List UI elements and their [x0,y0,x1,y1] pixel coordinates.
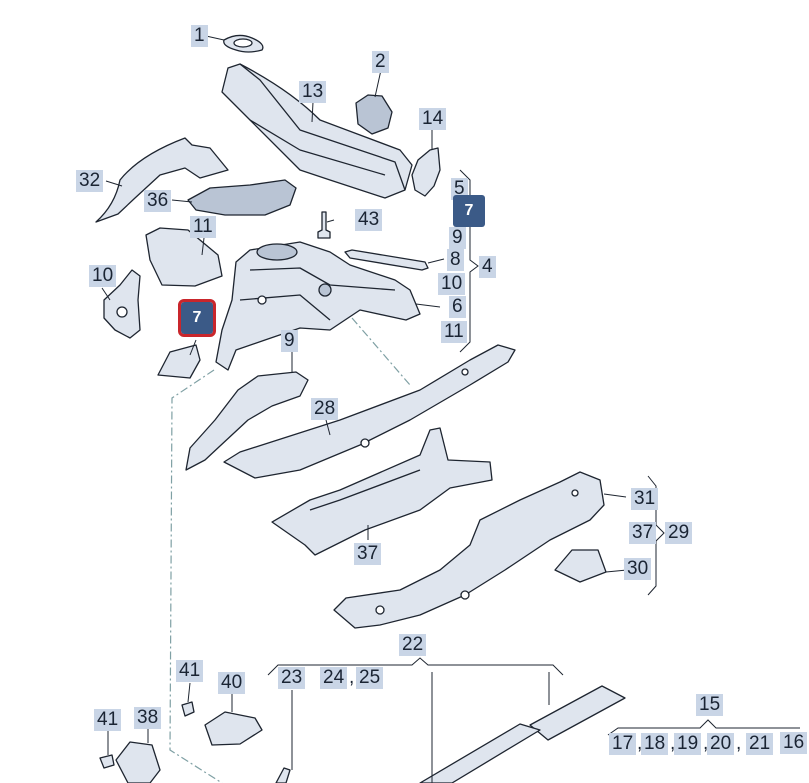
part-28-beam [223,344,516,479]
label-22: 22 [399,634,427,656]
label-17: 17 [609,733,637,755]
label-10-left: 10 [89,265,117,287]
part-30-bracket [554,549,607,583]
label-9-lower: 9 [281,330,298,352]
label-21: 21 [746,733,774,755]
guide-line-b [351,317,411,386]
label-10-right: 10 [438,273,466,295]
label-43: 43 [355,209,383,231]
label-11-lower: 11 [441,321,467,343]
label-32: 32 [76,170,104,192]
label-29: 29 [665,522,693,544]
label-11-upper: 11 [190,216,216,238]
label-40: 40 [218,672,246,694]
part-41-bolt-b [99,754,115,769]
label-28: 28 [311,398,339,420]
part-29-rail [333,471,605,629]
label-16: 16 [780,732,808,754]
separator-comma: , [349,667,355,688]
separator-comma: , [637,733,643,754]
part-43-bolt [317,211,331,239]
separator-comma: , [670,733,676,754]
separator-comma: , [703,733,709,754]
label-5: 5 [451,178,468,200]
part-38-bracket [115,741,161,783]
strut-tower-assembly [215,241,421,371]
label-15: 15 [696,694,724,716]
part-10-bracket [103,269,141,339]
part-41-bolt-a [181,701,195,717]
label-7-highlighted: 7 [178,299,216,337]
part-32-wheelarch [95,137,229,223]
label-24: 24 [320,667,348,689]
label-18: 18 [641,733,669,755]
label-30: 30 [624,558,652,580]
label-14: 14 [419,108,447,130]
label-6: 6 [449,296,466,318]
label-1: 1 [191,25,208,47]
part-36-reinforcement [187,179,297,216]
label-36: 36 [144,190,172,212]
label-38: 38 [134,707,162,729]
label-41-upper: 41 [176,660,204,682]
part-13-rail [221,63,413,199]
part-40-bracket [204,711,263,746]
label-7-badge: 7 [453,195,485,227]
part-sill-piece [529,685,626,741]
label-8: 8 [447,249,464,271]
label-4: 4 [479,256,496,278]
label-20: 20 [707,733,735,755]
part-7-plate [157,344,201,379]
label-37: 37 [354,543,382,565]
guide-line-a [169,369,223,783]
label-19: 19 [674,733,702,755]
part-37-rail [271,427,493,556]
part-9-arch [185,371,309,471]
label-13: 13 [299,81,327,103]
part-2-cap [355,94,393,135]
part-23-piece [275,767,291,783]
label-41-lower: 41 [94,709,122,731]
label-2: 2 [372,51,389,73]
separator-comma: , [736,733,742,754]
part-8-rod [344,249,429,271]
label-23: 23 [278,667,306,689]
label-25: 25 [356,667,384,689]
label-9-upper: 9 [449,227,466,249]
label-37-right: 37 [629,522,657,544]
part-14-bracket [411,147,441,197]
label-31: 31 [631,488,659,510]
part-sill-rail [419,723,541,783]
